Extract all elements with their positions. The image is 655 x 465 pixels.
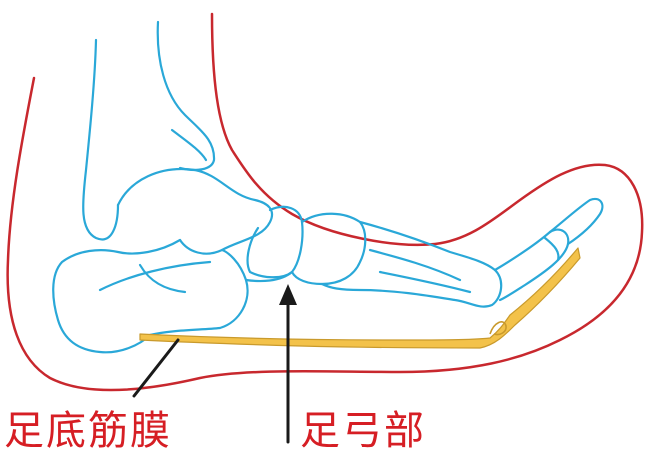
proximal-phalanx-bone xyxy=(493,228,570,302)
metatarsal-inner-line xyxy=(368,248,462,282)
plantar-fascia-curl xyxy=(489,321,507,336)
arch-pointer-arrowhead xyxy=(279,284,297,305)
tibia-inner-line xyxy=(170,128,208,162)
metatarsal-inner-line-2 xyxy=(378,270,472,294)
calcaneus-bone xyxy=(52,238,249,354)
plantar-fascia-band xyxy=(139,247,581,349)
cuboid-bone xyxy=(244,270,294,283)
fibula-bone xyxy=(82,38,120,241)
foot-bones xyxy=(52,20,604,354)
metatarsal-bones xyxy=(320,220,503,308)
plantar-fascia-pointer-line xyxy=(132,338,180,398)
calcaneus-inner-line-2 xyxy=(138,263,187,294)
distal-phalanx-bone xyxy=(548,197,604,246)
toe-joint-line xyxy=(543,236,560,262)
cuneiform-bone xyxy=(290,212,367,286)
foot-arch-label: 足弓部 xyxy=(300,408,426,454)
navicular-bone xyxy=(246,205,304,279)
calcaneus-inner-line xyxy=(98,260,212,292)
plantar-fascia-label: 足底筋膜 xyxy=(4,408,172,454)
talus-bone xyxy=(116,167,274,255)
foot-skin-outline xyxy=(6,12,644,392)
tibia-bone xyxy=(156,20,216,171)
